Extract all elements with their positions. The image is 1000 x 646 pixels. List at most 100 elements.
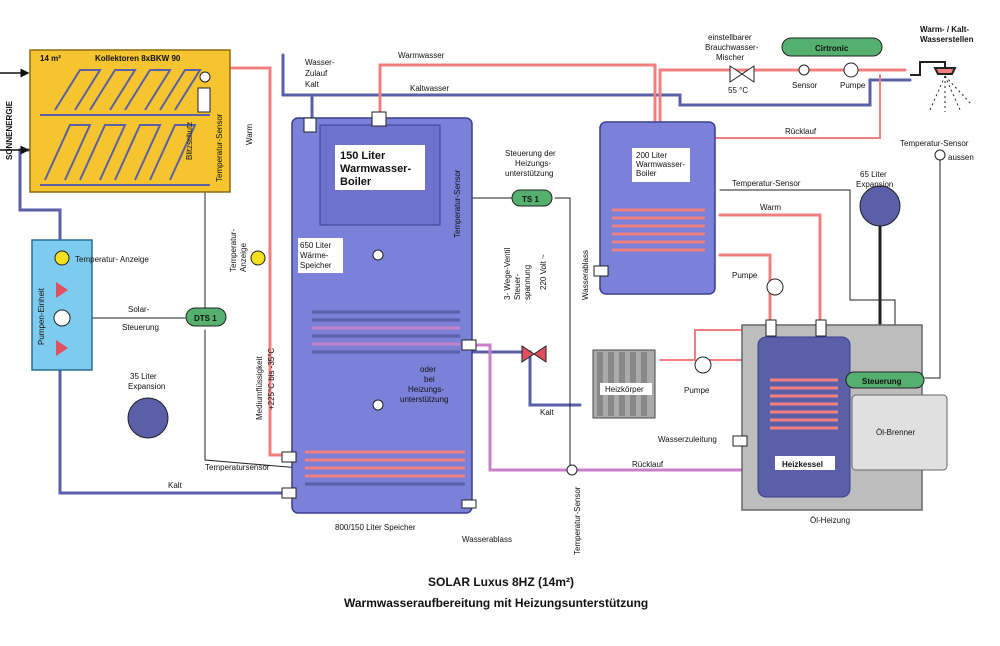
heizkessel-label: Heizkessel [782,460,823,469]
cold-pipe-return [58,246,302,495]
pump-mid-icon [766,278,784,296]
lower-heat-exchanger [305,450,465,486]
cold-water-supply [281,93,657,122]
wasserablass-label-1: Wasserablass [462,535,512,544]
collector-area: 14 m² [40,54,61,63]
solar-control-1: Solar- [128,305,150,314]
kaltwasser-label: Kaltwasser [410,84,449,93]
pump-unit: Pumpen-Einheit [31,239,93,371]
medium-label-2: +225°C bis -35°C [267,348,276,410]
sensor-label: Sensor [792,81,818,90]
oder-label-4: unterstützung [400,395,448,404]
steuerung-heiz-2: Heizungs- [515,159,551,168]
solar-collector: 14 m² Kollektoren 8xBKW 90 Blitzschutz T… [29,49,231,193]
exp35-label-1: 35 Liter [130,372,157,381]
oil-heating-unit: Heizkessel Öl-Brenner [732,319,948,511]
sensor-icon [798,64,810,76]
ts-label: TS 1 [522,195,539,204]
outside-sensor-icon [934,149,946,161]
cold-water-to-taps [653,78,912,107]
radiator: Heizkörper [592,349,656,419]
warm-heating-line [718,213,822,322]
pumpe-top-label: Pumpe [840,81,866,90]
temp-display-gauge-2 [250,250,266,266]
steuerung-box-label: Steuerung [862,377,902,386]
temp-aussen-label-1: Temperatur-Sensor [900,139,969,148]
diagram-title: SOLAR Luxus 8HZ (14m²) [428,575,574,589]
ts-control-line [554,197,571,471]
mischer-label-1: einstellbarer [708,33,752,42]
ruecklauf-top-label: Rücklauf [785,127,817,136]
sensor-line-dts [204,329,301,469]
wasser-zulauf-1: Wasser- [305,58,335,67]
mixer-valve-icon [729,65,743,83]
temp-sensor-bottom-icon [566,464,578,476]
shower-icon [910,61,973,112]
volt-label: 220 Volt ~ [539,254,548,290]
exp65-label-1: 65 Liter [860,170,887,179]
mischer-label-2: Brauchwasser- [705,43,759,52]
pumpe-low-label: Pumpe [684,386,710,395]
wasserablass-label-2: Wasserablass [581,250,590,300]
sun-energy-label: SONNENERGIE [5,100,14,160]
steuerung-heiz-1: Steuerung der [505,149,556,158]
boiler-coil [770,378,838,430]
warm-left-label: Warm [245,124,254,145]
oder-label-1: oder [420,365,436,374]
heizkoerper-label: Heizkörper [605,385,644,394]
lightning-label: Blitzschutz [185,122,194,160]
pump-top-icon [843,62,859,78]
steuerung-controller: Steuerung [845,371,925,389]
temp-aussen-label-2: aussen [948,153,974,162]
temp-display-gauge [54,250,70,266]
pump-icon [53,309,71,327]
deg55-label: 55 °C [728,86,748,95]
speicher650-label-1: 650 Liter [300,241,331,250]
pumpe-mid-label: Pumpe [732,271,758,280]
ts-controller: TS 1 [511,189,553,207]
return-line-top [711,74,881,139]
pump-unit-label: Pumpen-Einheit [37,287,46,345]
storage-tank: 150 Liter Warmwasser- Boiler 650 Liter W… [281,111,477,514]
three-way-valve-icon [521,345,535,363]
wasser-zulauf-2: Zulauf [305,69,328,78]
ruecklauf-bottom-label: Rücklauf [632,460,664,469]
cirtronic-label: Cirtronic [815,44,849,53]
kalt-mid-label: Kalt [540,408,555,417]
boiler200-coil [612,208,705,252]
boiler150-label-1: 150 Liter [340,150,386,162]
boiler200-label-2: Warmwasser- [636,160,685,169]
temperatursensor-label: Temperatursensor [205,463,270,472]
mixer-valve-icon-2 [741,65,755,83]
temp-display-vertical-2: Anzeige [239,243,248,272]
warm-water-line [378,63,657,127]
medium-label-1: Mediumflüssigkeit [255,356,264,420]
upper-heat-exchanger [312,310,460,354]
boiler150-label-3: Boiler [340,176,372,188]
diagram-subtitle: Warmwasseraufbereitung mit Heizungsunter… [344,596,648,610]
speicher800-label: 800/150 Liter Speicher [335,523,416,532]
steuerung-heiz-3: unterstützung [505,169,553,178]
kalt-bottom-label: Kalt [168,481,183,490]
pump-mid-line [718,253,772,322]
temp-display-label: Temperatur- Anzeige [75,255,149,264]
solar-control-2: Steuerung [122,323,159,332]
temp-display-vertical-1: Temperatur- [229,229,238,272]
oder-label-2: bei [424,375,435,384]
temp-sensor-vertical-label: Temperatur-Sensor [215,113,224,182]
warm-kalt-label-2: Wasserstellen [920,35,974,44]
dts-label: DTS 1 [194,314,217,323]
valve-icon [56,282,68,298]
warm-kalt-label-1: Warm- / Kalt- [920,25,969,34]
ventil-label-2: Steuer- [513,273,522,300]
heating-support-line [460,350,582,407]
cirtronic-controller: Cirtronic [781,37,883,57]
ventil-label-1: 3- Wege-Ventil [503,247,512,300]
warm-right-label: Warm [760,203,781,212]
oder-label-3: Heizungs- [408,385,444,394]
three-way-valve-icon-2 [533,345,547,363]
boiler150-label-2: Warmwasser- [340,163,411,175]
oel-heizung-label: Öl-Heizung [810,516,850,525]
dts-controller: DTS 1 [185,307,227,327]
